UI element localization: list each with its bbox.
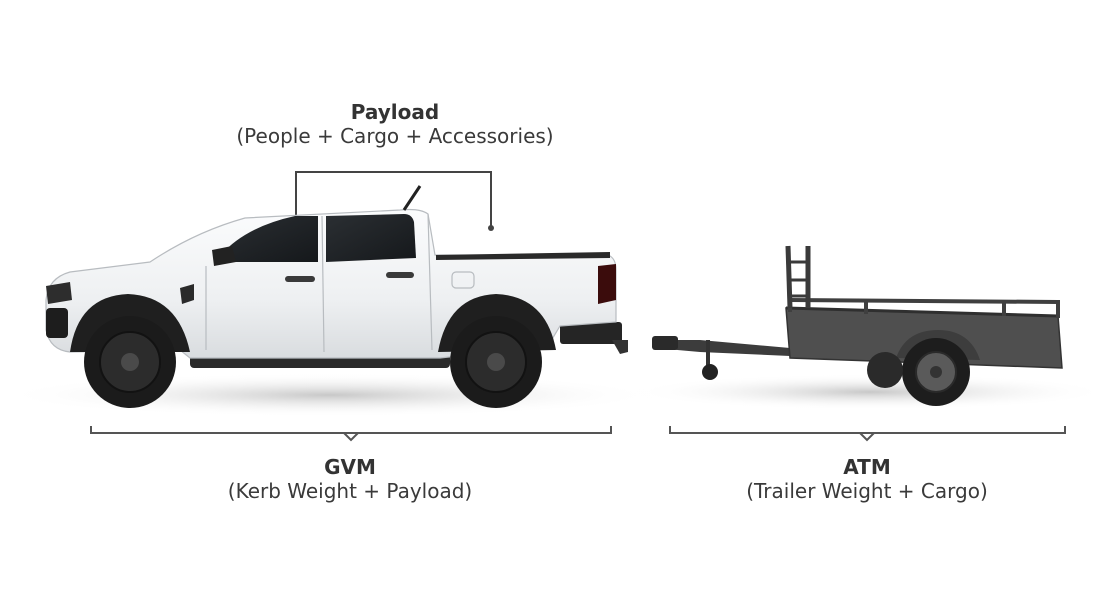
gvm-title: GVM: [324, 455, 376, 479]
gvm-label: GVM (Kerb Weight + Payload): [150, 455, 550, 503]
atm-bracket: [669, 426, 1066, 442]
gvm-bracket: [90, 426, 612, 442]
gvm-formula: (Kerb Weight + Payload): [227, 479, 473, 503]
payload-title: Payload: [350, 100, 440, 124]
payload-bracket: [295, 171, 494, 231]
atm-label: ATM (Trailer Weight + Cargo): [667, 455, 1067, 503]
atm-formula: (Trailer Weight + Cargo): [746, 479, 988, 503]
payload-label: Payload (People + Cargo + Accessories): [195, 100, 595, 148]
trailer-shadow: [630, 374, 1100, 410]
payload-formula: (People + Cargo + Accessories): [236, 124, 554, 148]
box-trailer-icon: [652, 245, 1063, 406]
pickup-truck-icon: [45, 185, 628, 408]
atm-title: ATM: [843, 455, 891, 479]
